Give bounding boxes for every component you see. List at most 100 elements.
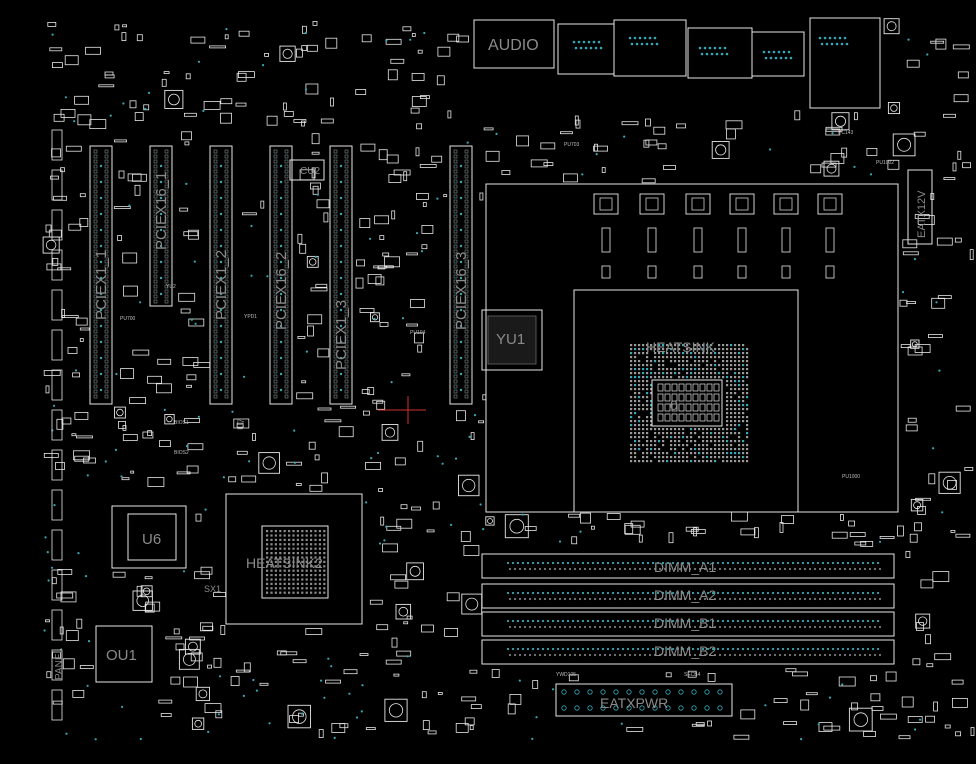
chipset-pad [305, 530, 308, 533]
slot-pin [213, 274, 218, 279]
slot-pin [344, 189, 349, 194]
socket-pad [682, 352, 685, 355]
dimm-pin [631, 647, 635, 651]
chipset-pads [266, 530, 326, 594]
smd-component [297, 335, 306, 339]
dimm-pin [793, 567, 797, 571]
dimm-pin [821, 561, 825, 565]
chipset-pad [323, 565, 326, 568]
slot-via [159, 196, 163, 200]
dimm-pin [801, 561, 805, 565]
via-pad [52, 404, 56, 407]
smd-component [393, 673, 400, 677]
smd-component [65, 145, 82, 152]
slot-pin [453, 249, 458, 254]
dimm-pin [546, 591, 550, 595]
slot-pin [464, 364, 469, 369]
slot-via [99, 292, 103, 296]
dimm-pin [756, 591, 760, 595]
dimm-pin [553, 653, 557, 657]
socket-pad [702, 444, 705, 447]
slot-pin [333, 349, 338, 354]
dimm-pin [826, 619, 830, 623]
chipset-pad [310, 534, 313, 537]
eatx-pin [626, 689, 632, 695]
slot-pin [344, 329, 349, 334]
part-label-7: BIOS1 [174, 420, 189, 426]
socket-pad [702, 432, 705, 435]
socket-pad [658, 440, 661, 443]
vrm-cap [693, 265, 703, 279]
dimm-pin [798, 597, 802, 601]
smd-component [73, 450, 90, 461]
slot-pin [93, 349, 98, 354]
slot-pin [273, 274, 278, 279]
dimm-pin [861, 619, 865, 623]
dimm-pin [653, 597, 657, 601]
smd-component [241, 475, 257, 483]
dimm-pin [873, 567, 877, 571]
dimm-pin [853, 653, 857, 657]
dimm-pin [651, 561, 655, 565]
dimm-pin [698, 653, 702, 657]
slot-pin [333, 159, 338, 164]
dimm-pin [571, 619, 575, 623]
slot-pin [104, 289, 109, 294]
socket-pad [670, 440, 673, 443]
slot-pin [344, 194, 349, 199]
slot-pin [273, 324, 278, 329]
slot-pin [453, 239, 458, 244]
chipset-pad [314, 538, 317, 541]
dimm-pin [803, 597, 807, 601]
socket-pad [650, 452, 653, 455]
chipset-pad [270, 534, 273, 537]
smd-component [83, 457, 96, 464]
socket-pad [706, 440, 709, 443]
dimm-pin [543, 597, 547, 601]
socket-pad [742, 444, 745, 447]
socket-pad [658, 352, 661, 355]
smd-component [663, 165, 676, 170]
smd-component [880, 713, 897, 720]
smd-component [165, 636, 183, 640]
socket-pad [686, 348, 689, 351]
chipset-pad [283, 530, 286, 533]
slot-pin [333, 169, 338, 174]
slot-pin [93, 269, 98, 274]
slot-pin [453, 369, 458, 374]
dimm-pin [693, 597, 697, 601]
eatx-pin [626, 705, 632, 711]
vrm-cap [781, 265, 791, 279]
socket-pad [746, 356, 749, 359]
smd-component [707, 720, 712, 727]
slot-pin [104, 184, 109, 189]
smd-component [300, 120, 305, 127]
socket-pad [670, 428, 673, 431]
socket-pad [698, 460, 701, 463]
slot-via [279, 228, 283, 232]
slot-pin [344, 229, 349, 234]
slot-pin [333, 364, 338, 369]
socket-pad [646, 456, 649, 459]
slot-via [159, 276, 163, 280]
smd-component [143, 104, 150, 111]
io-pad [589, 46, 593, 50]
dimm-pin [788, 653, 792, 657]
via-pad [468, 435, 471, 438]
chipset-pad [292, 578, 295, 581]
slot-pin [344, 184, 349, 189]
socket-pad [702, 436, 705, 439]
dimm-pin [796, 647, 800, 651]
slot-pin [164, 279, 169, 284]
socket-pad [722, 344, 725, 347]
vrm-cap [737, 265, 747, 279]
slot-pin [464, 354, 469, 359]
slot-pin [344, 344, 349, 349]
slot-pin [273, 334, 278, 339]
slot-pin [153, 159, 158, 164]
socket-pad [638, 380, 641, 383]
inductor-coil [166, 415, 173, 423]
socket-pad [730, 376, 733, 379]
via-pad [128, 204, 131, 207]
vrm-mosfet [647, 227, 657, 253]
